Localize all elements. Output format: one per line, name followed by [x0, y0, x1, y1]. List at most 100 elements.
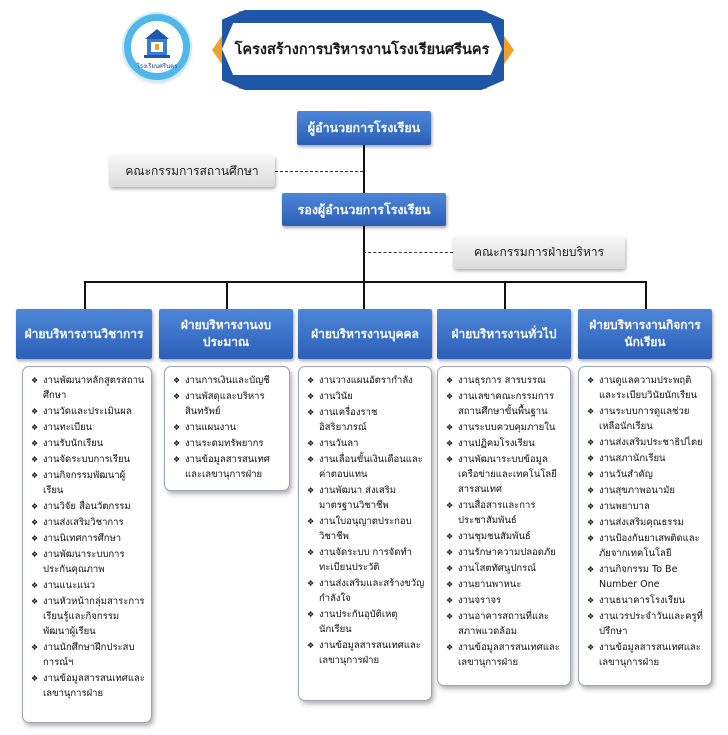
dept-item: ❖งานระดมทรัพยากร	[173, 436, 283, 451]
bullet-icon: ❖	[587, 502, 595, 511]
bullet-icon: ❖	[587, 407, 595, 416]
dept-item: ❖งานระบบควบคุมภายใน	[446, 420, 564, 435]
bullet-icon: ❖	[446, 439, 454, 448]
bullet-icon: ❖	[587, 486, 595, 495]
dept-item: ❖งานใบอนุญาตประกอบวิชาชีพ	[307, 514, 425, 544]
dept-item-label: งานจัดระบบการเรียน	[43, 454, 131, 465]
dept-item-label: งานข้อมูลสารสนเทศและเลขานุการฝ่าย	[599, 642, 701, 668]
dept-item: ❖งานประกันอุบัติเหตุนักเรียน	[307, 607, 425, 637]
bullet-icon: ❖	[587, 376, 595, 385]
dept-item: ❖งานธุรการ สารบรรณ	[446, 373, 564, 388]
dept-item-label: งานนักศึกษาฝึกประสบการณ์ฯ	[43, 642, 135, 668]
dept-item: ❖งานพัฒนา ส่งเสริมมาตรฐานวิชาชีพ	[307, 483, 425, 513]
bullet-icon: ❖	[587, 518, 595, 527]
bullet-icon: ❖	[307, 548, 315, 557]
dept-item: ❖ งานข้อมูลสารสนเทศและเลขานุการฝ่าย	[173, 452, 283, 482]
bullet-icon: ❖	[31, 518, 39, 527]
dept-item-label: งานพัฒนาระบบข้อมูลเครือข่ายและเทคโนโลยีส…	[458, 454, 557, 495]
dept-item: ❖งานสภานักเรียน	[587, 451, 705, 466]
dept-item: ❖งานส่งเสริมและสร้างขวัญกำลังใจ	[307, 576, 425, 606]
dept-general-list: ❖งานธุรการ สารบรรณ❖งานเลขาคณะกรรมการสถาน…	[437, 366, 571, 686]
connector-deputy-trunk	[363, 226, 365, 282]
dept-item: ❖ งานนักศึกษาฝึกประสบการณ์ฯ	[31, 640, 145, 670]
dept-budget-list: ❖งานการเงินและบัญชี❖งานพัสดุและบริหารสิน…	[164, 366, 290, 491]
logo-caption: โรงเรียนศรีนคร	[136, 63, 178, 70]
connector-dept-1	[84, 281, 86, 309]
bullet-icon: ❖	[307, 579, 315, 588]
dept-item: ❖งานรับนักเรียน	[31, 436, 145, 451]
bullet-icon: ❖	[446, 548, 454, 557]
dept-item: ❖งานชุมชนสัมพันธ์	[446, 529, 564, 544]
dept-item-label: งานป้องกันยาเสพติดและภัยจากเทคโนโลยี	[599, 533, 700, 559]
dept-item-label: งานพัฒนาระบบการประกันคุณภาพ	[43, 549, 125, 575]
bullet-icon: ❖	[446, 392, 454, 401]
dept-item: ❖งานอาคารสถานที่และสภาพแวดล้อม	[446, 609, 564, 639]
bullet-icon: ❖	[587, 565, 595, 574]
bullet-icon: ❖	[307, 641, 315, 650]
dept-item-label: งานปฏิคมโรงเรียน	[458, 438, 535, 449]
dept-item: ❖ งานโสตทัศนูปกรณ์	[446, 561, 564, 576]
bullet-icon: ❖	[587, 438, 595, 447]
bullet-icon: ❖	[31, 455, 39, 464]
dept-item: ❖ งานข้อมูลสารสนเทศและเลขานุการฝ่าย	[307, 638, 425, 668]
dept-item-label: งานเครื่องราชอิสริยาภรณ์	[319, 407, 378, 433]
dept-item: ❖งานเครื่องราชอิสริยาภรณ์	[307, 405, 425, 435]
dept-item: ❖งานสุขภาพอนามัย	[587, 483, 705, 498]
dept-item-label: งานพัสดุและบริหารสินทรัพย์	[185, 391, 265, 417]
director-box: ผู้อำนวยการโรงเรียน	[297, 111, 431, 145]
bullet-icon: ❖	[307, 486, 315, 495]
dept-item-label: งานรักษาความปลอดภัย	[458, 547, 556, 558]
dept-item-label: งานข้อมูลสารสนเทศและเลขานุการฝ่าย	[458, 642, 560, 668]
dept-item: ❖ งานส่งเสริมประชาธิปไตย	[587, 435, 705, 450]
dept-item: ❖งานทะเบียน	[31, 420, 145, 435]
dept-item: ❖งานวันสำคัญ	[587, 467, 705, 482]
dept-item-label: งานชุมชนสัมพันธ์	[458, 531, 531, 542]
dept-item-label: งานวินัย	[319, 391, 353, 402]
dept-item-label: งานธนาคารโรงเรียน	[599, 595, 686, 606]
dept-academic-header: ฝ่ายบริหารงานวิชาการ	[16, 309, 152, 359]
bullet-icon: ❖	[31, 502, 39, 511]
connector-committee-edu	[275, 171, 363, 172]
bullet-icon: ❖	[173, 455, 181, 464]
dept-item: ❖งานนิเทศการศึกษา	[31, 531, 145, 546]
connector-horizontal	[84, 281, 647, 283]
dept-item: ❖ งานป้องกันยาเสพติดและภัยจากเทคโนโลยี	[587, 531, 705, 561]
bullet-icon: ❖	[446, 564, 454, 573]
dept-item: ❖ งานกิจกรรมพัฒนาผู้เรียน	[31, 468, 145, 498]
dept-item-label: งานส่งเสริมประชาธิปไตย	[599, 437, 703, 448]
dept-item-label: งานข้อมูลสารสนเทศและเลขานุการฝ่าย	[319, 640, 421, 666]
dept-item: ❖งานวันลา	[307, 436, 425, 451]
dept-item-label: งานระบบการดูแลช่วยเหลือนักเรียน	[599, 406, 690, 432]
dept-item: ❖งานข้อมูลสารสนเทศและเลขานุการฝ่าย	[587, 640, 705, 670]
bullet-icon: ❖	[173, 376, 181, 385]
dept-item: ❖ งานระบบการดูแลช่วยเหลือนักเรียน	[587, 404, 705, 434]
dept-item: ❖งานวิจัย สื่อนวัตกรรม	[31, 499, 145, 514]
dept-item-label: งานเลขาคณะกรรมการสถานศึกษาขั้นพื้นฐาน	[458, 391, 555, 417]
bullet-icon: ❖	[31, 471, 39, 480]
dept-item: ❖งานพัฒนาระบบข้อมูลเครือข่ายและเทคโนโลยี…	[446, 452, 564, 497]
dept-item: ❖งานกิจกรรม To Be Number One	[587, 562, 705, 592]
dept-item: ❖ งานจัดระบบการเรียน	[31, 452, 145, 467]
connector-dept-5	[645, 281, 647, 309]
dept-item: ❖งานเลื่อนขั้นเงินเดือนและค่าตอบแทน	[307, 452, 425, 482]
dept-item: ❖ งานเลขาคณะกรรมการสถานศึกษาขั้นพื้นฐาน	[446, 389, 564, 419]
bullet-icon: ❖	[446, 596, 454, 605]
connector-dept-4	[504, 281, 506, 309]
connector-director-deputy	[363, 145, 365, 193]
dept-item-label: งานพัฒนาหลักสูตรสถานศึกษา	[43, 375, 145, 401]
school-emblem-icon	[144, 29, 170, 58]
dept-item-label: งานข้อมูลสารสนเทศและเลขานุการฝ่าย	[43, 673, 145, 699]
dept-item-label: งานส่งเสริมคุณธรรม	[599, 517, 684, 528]
bullet-icon: ❖	[31, 407, 39, 416]
bullet-icon: ❖	[587, 534, 595, 543]
dept-item-label: งานธุรการ สารบรรณ	[458, 375, 546, 386]
bullet-icon: ❖	[31, 643, 39, 652]
dept-item: ❖งานพัสดุและบริหารสินทรัพย์	[173, 389, 283, 419]
dept-item-label: งานโสตทัศนูปกรณ์	[458, 563, 537, 574]
dept-item-label: งานข้อมูลสารสนเทศและเลขานุการฝ่าย	[185, 454, 270, 480]
dept-item-label: งานกิจกรรมพัฒนาผู้เรียน	[43, 470, 126, 496]
dept-budget-header: ฝ่ายบริหารงานงบประมาณ	[159, 309, 293, 359]
connector-dept-3	[363, 281, 365, 309]
dept-item-label: งานการเงินและบัญชี	[185, 375, 270, 386]
dept-item: ❖งานวางแผนอัตรากำลัง	[307, 373, 425, 388]
